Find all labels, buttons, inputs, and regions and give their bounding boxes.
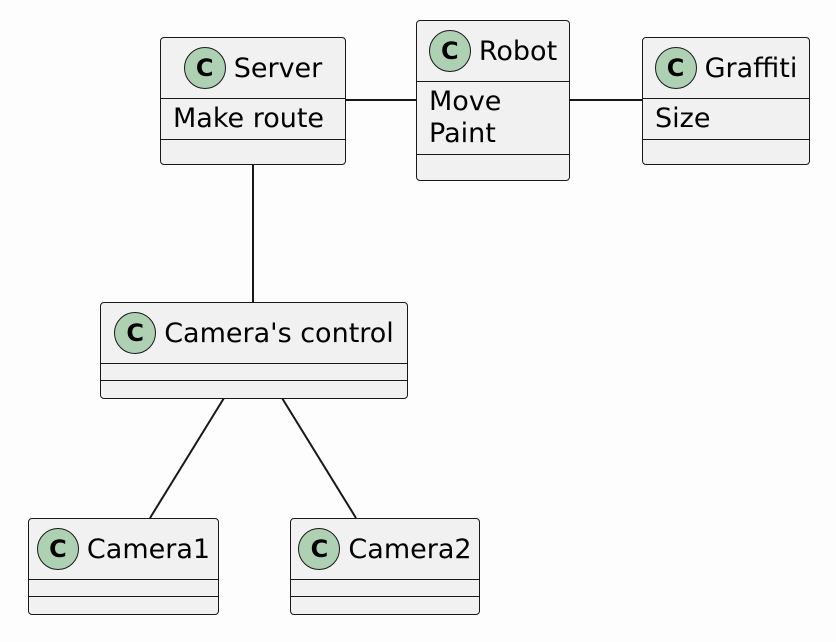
class-header: C Robot — [417, 21, 569, 82]
class-attributes — [29, 580, 218, 597]
class-methods — [417, 155, 569, 169]
class-methods — [101, 381, 407, 395]
class-attributes: Size — [643, 99, 809, 140]
class-attributes — [101, 364, 407, 381]
class-attribute: Paint — [429, 118, 496, 149]
class-methods — [161, 140, 345, 154]
class-methods — [643, 140, 809, 154]
class-attribute: Size — [655, 103, 711, 134]
class-name: Camera1 — [86, 533, 211, 565]
class-attributes — [291, 580, 479, 597]
class-robot[interactable]: C Robot Move Paint — [416, 20, 570, 181]
class-server[interactable]: C Server Make route — [160, 37, 346, 165]
class-badge-icon: C — [298, 528, 341, 570]
class-camera1[interactable]: C Camera1 — [28, 518, 219, 615]
relation-cameras-control-camera1 — [149, 397, 225, 519]
class-badge-icon: C — [428, 30, 471, 72]
class-badge-icon: C — [36, 528, 79, 570]
class-cameras-control[interactable]: C Camera's control — [100, 302, 408, 399]
class-header: C Graffiti — [643, 38, 809, 99]
class-header: C Camera's control — [101, 303, 407, 364]
class-methods — [29, 597, 218, 611]
class-camera2[interactable]: C Camera2 — [290, 518, 480, 615]
class-attributes: Make route — [161, 99, 345, 140]
class-header: C Server — [161, 38, 345, 99]
class-name: Server — [233, 52, 323, 84]
class-attribute: Move — [429, 86, 502, 117]
class-badge-icon: C — [654, 47, 697, 89]
class-badge-icon: C — [114, 312, 157, 354]
class-name: Camera's control — [164, 317, 394, 349]
class-name: Graffiti — [704, 52, 798, 84]
class-methods — [291, 597, 479, 611]
class-header: C Camera1 — [29, 519, 218, 580]
class-graffiti[interactable]: C Graffiti Size — [642, 37, 810, 165]
class-badge-icon: C — [183, 47, 226, 89]
class-attribute: Make route — [173, 103, 325, 134]
class-attributes: Move Paint — [417, 82, 569, 155]
relation-cameras-control-camera2 — [281, 397, 357, 519]
class-name: Camera2 — [348, 533, 472, 565]
class-name: Robot — [478, 35, 558, 67]
class-header: C Camera2 — [291, 519, 479, 580]
